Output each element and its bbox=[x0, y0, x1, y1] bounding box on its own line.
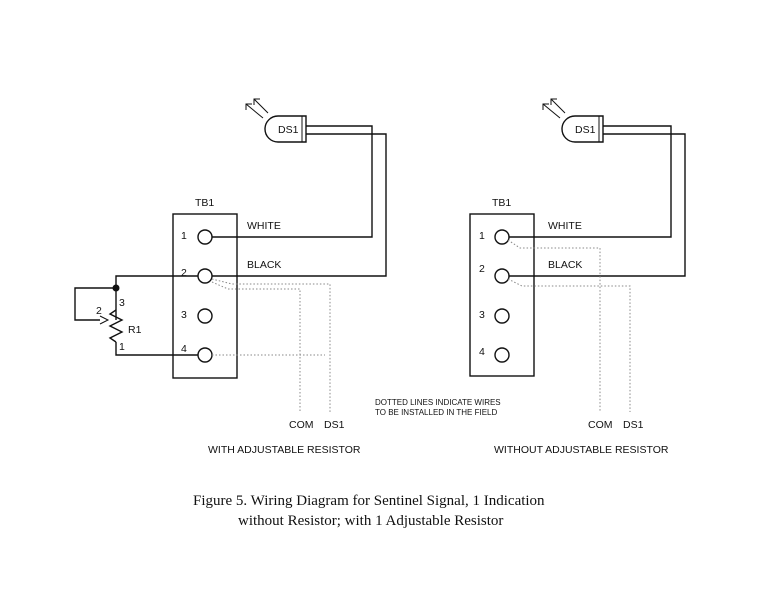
right-diagram: DS1 WHITE BLACK TB1 1 2 3 4 COM DS1 WITH… bbox=[469, 98, 686, 456]
left-diagram-title: WITH ADJUSTABLE RESISTOR bbox=[208, 444, 361, 456]
figure-caption-line2: without Resistor; with 1 Adjustable Resi… bbox=[238, 513, 503, 529]
left-lamp-lead-black bbox=[211, 133, 387, 277]
left-light-arrows-icon bbox=[245, 98, 269, 119]
left-resistor-pin-1: 1 bbox=[119, 341, 125, 353]
left-resistor-lead-top bbox=[115, 275, 198, 320]
left-wire-white-label: WHITE bbox=[247, 220, 281, 232]
right-terminal-4 bbox=[494, 347, 510, 363]
right-wire-white-label: WHITE bbox=[548, 220, 582, 232]
left-terminal-3 bbox=[197, 308, 213, 324]
left-dotted-wire-ds1 bbox=[211, 278, 331, 412]
right-terminal-block bbox=[469, 213, 535, 377]
left-resistor-pin-3: 3 bbox=[119, 297, 125, 309]
left-terminal-4 bbox=[197, 347, 213, 363]
left-resistor-wiper-loop bbox=[74, 287, 116, 321]
figure-caption-line1: Figure 5. Wiring Diagram for Sentinel Si… bbox=[193, 493, 545, 509]
left-dotted-wire-com bbox=[211, 281, 301, 412]
right-wire-black-label: BLACK bbox=[548, 259, 582, 271]
left-terminal-number-1: 1 bbox=[181, 230, 187, 242]
left-resistor-lead-bottom bbox=[115, 342, 198, 356]
right-lamp-label: DS1 bbox=[575, 124, 596, 136]
left-terminal-block bbox=[172, 213, 238, 379]
left-terminal-number-3: 3 bbox=[181, 309, 187, 321]
right-tb1-label: TB1 bbox=[492, 197, 511, 209]
left-wire-black-label: BLACK bbox=[247, 259, 281, 271]
right-terminal-2 bbox=[494, 268, 510, 284]
right-com-label: COM bbox=[588, 419, 613, 431]
right-lamp-ds1: DS1 bbox=[561, 115, 604, 143]
right-terminal-number-4: 4 bbox=[479, 346, 485, 358]
left-resistor-zigzag bbox=[108, 309, 124, 343]
left-terminal-number-4: 4 bbox=[181, 343, 187, 355]
left-terminal-number-2: 2 bbox=[181, 267, 187, 279]
left-diagram: DS1 WHITE BLACK TB1 1 2 3 4 2 3 1 R1 COM bbox=[74, 98, 387, 456]
right-terminal-1 bbox=[494, 229, 510, 245]
right-terminal-number-3: 3 bbox=[479, 309, 485, 321]
left-ds1-label: DS1 bbox=[324, 419, 345, 431]
right-terminal-number-1: 1 bbox=[479, 230, 485, 242]
right-ds1-label: DS1 bbox=[623, 419, 644, 431]
right-lamp-lead-black bbox=[508, 133, 686, 277]
left-lamp-ds1: DS1 bbox=[264, 115, 307, 143]
right-diagram-title: WITHOUT ADJUSTABLE RESISTOR bbox=[494, 444, 669, 456]
right-dotted-wire-com bbox=[507, 239, 601, 412]
left-resistor-wiper-arrow bbox=[99, 315, 110, 325]
left-resistor-pin-2: 2 bbox=[96, 305, 102, 317]
left-tb1-label: TB1 bbox=[195, 197, 214, 209]
right-lamp-lead-white bbox=[508, 125, 672, 238]
left-lamp-lead-white bbox=[211, 125, 373, 238]
dotted-lines-note-line2: TO BE INSTALLED IN THE FIELD bbox=[375, 408, 497, 417]
right-light-arrows-icon bbox=[542, 98, 566, 119]
left-terminal-1 bbox=[197, 229, 213, 245]
right-dotted-wire-ds1 bbox=[507, 278, 631, 412]
left-lamp-label: DS1 bbox=[278, 124, 299, 136]
left-resistor-label: R1 bbox=[128, 324, 142, 336]
right-terminal-3 bbox=[494, 308, 510, 324]
left-com-label: COM bbox=[289, 419, 314, 431]
dotted-lines-note-line1: DOTTED LINES INDICATE WIRES bbox=[375, 398, 501, 407]
right-terminal-number-2: 2 bbox=[479, 263, 485, 275]
left-terminal-2 bbox=[197, 268, 213, 284]
